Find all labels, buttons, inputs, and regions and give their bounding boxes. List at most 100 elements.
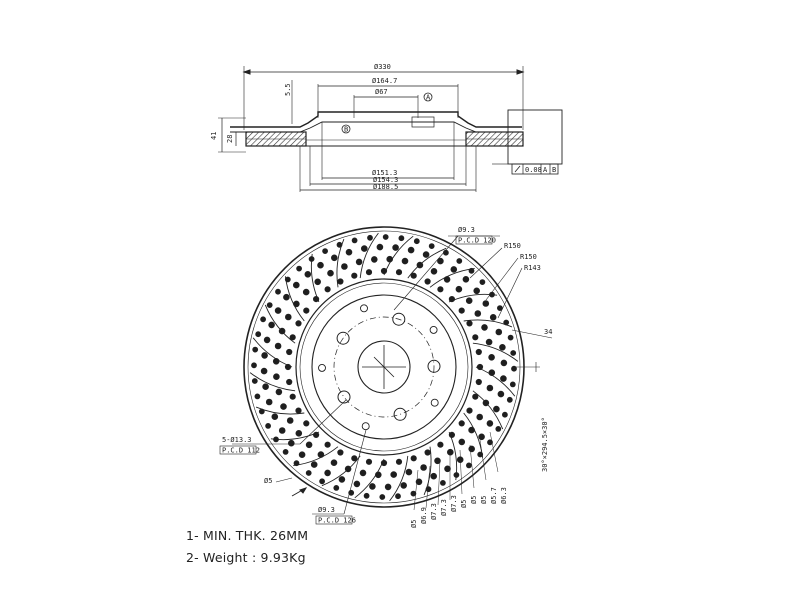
thickness-label: 41	[210, 132, 218, 140]
slot	[249, 372, 296, 392]
drill-hole	[254, 393, 261, 400]
drill-hole	[251, 378, 258, 384]
note-min-thickness: 1- MIN. THK. 26MM	[186, 528, 309, 543]
hat-outer	[311, 294, 457, 440]
drill-hole	[266, 302, 273, 309]
drill-hole	[275, 388, 283, 396]
drill-hole	[424, 449, 431, 456]
drill-hole	[434, 457, 441, 465]
drill-hole	[313, 431, 320, 438]
drill-hole	[365, 458, 373, 465]
drill-hole	[430, 472, 438, 480]
drill-hole	[284, 276, 291, 283]
drill-hole	[303, 420, 310, 427]
slot	[321, 455, 361, 487]
drill-hole	[458, 307, 465, 314]
drill-hole	[317, 451, 325, 458]
lug-hole	[427, 359, 441, 373]
tolerance-datum-a: A	[543, 166, 548, 174]
drill-hole	[262, 383, 269, 391]
drill-hole	[293, 300, 300, 308]
drill-hole	[392, 244, 399, 251]
drill-hole	[317, 261, 324, 269]
drill-hole	[420, 464, 427, 471]
drill-hole	[278, 327, 286, 335]
drill-hole	[430, 268, 438, 275]
lug-hole-pcd-label: P.C.D 112	[222, 447, 260, 455]
bottom-dimension-label: Ø5	[480, 496, 488, 504]
hub-diameter-label: Ø164.7	[372, 77, 397, 85]
slot	[407, 247, 447, 279]
drill-hole	[475, 348, 482, 356]
drill-hole	[324, 469, 331, 477]
drill-hole	[344, 465, 352, 473]
drill-hole	[284, 363, 292, 371]
drill-holes	[251, 234, 517, 500]
drill-hole	[500, 375, 507, 382]
disc-thickness-label: 28	[226, 135, 234, 143]
drill-hole	[482, 399, 490, 407]
drill-hole	[324, 286, 331, 293]
pilot-hole	[361, 422, 370, 431]
drill-hole	[497, 390, 505, 398]
drill-hole	[453, 472, 460, 478]
lug-holes	[318, 304, 441, 431]
drill-hole	[443, 276, 451, 283]
slot	[423, 446, 432, 496]
drill-hole	[455, 285, 463, 293]
drill-size-label: Ø5	[264, 477, 272, 485]
inner-diameter-1-label: Ø151.3	[372, 169, 397, 177]
drill-hole	[395, 458, 403, 465]
drill-hole	[510, 350, 517, 356]
drill-hole	[468, 267, 475, 274]
drill-hole	[380, 267, 388, 275]
drill-hole	[288, 439, 295, 447]
drill-hole	[428, 243, 435, 250]
drill-hole	[260, 316, 267, 323]
drill-hole	[376, 243, 384, 251]
drill-hole	[486, 384, 494, 392]
radius-label-2: R150	[520, 253, 537, 261]
lug-hole	[336, 331, 350, 345]
drill-hole	[502, 411, 508, 418]
datum-b-label: B	[344, 126, 348, 134]
drill-hole	[298, 451, 306, 459]
drill-hole	[382, 234, 389, 240]
drill-hole	[313, 296, 320, 303]
drill-hole	[395, 269, 403, 276]
drill-width-label: 34	[544, 328, 552, 336]
drill-hole	[331, 254, 338, 262]
drill-hole	[458, 420, 465, 427]
drill-hole	[289, 393, 296, 400]
drill-hole	[499, 344, 506, 351]
drill-hole	[295, 407, 302, 414]
drill-hole	[486, 420, 494, 427]
drill-hole	[493, 405, 500, 413]
bottom-dimension-label: Ø7.3	[440, 499, 448, 516]
slot	[472, 390, 504, 430]
drill-hole	[456, 258, 463, 264]
drill-hole	[265, 398, 273, 406]
drill-hole	[375, 471, 382, 479]
slot	[389, 455, 409, 502]
bolt-hole-size-label: Ø9.3	[458, 226, 475, 234]
bottom-dimension-label: Ø7.3	[450, 495, 458, 512]
drill-hole	[353, 480, 361, 488]
drill-hole	[462, 276, 470, 283]
drill-hole	[482, 300, 490, 307]
drill-hole	[476, 413, 484, 421]
drill-hole	[511, 365, 517, 372]
drill-hole	[296, 265, 303, 272]
drill-hole	[295, 320, 302, 327]
drill-hole	[361, 245, 368, 252]
drill-hole	[384, 483, 392, 491]
slot	[463, 319, 513, 328]
face-view	[219, 226, 553, 525]
drill-hole	[440, 480, 446, 486]
drill-hole	[293, 460, 300, 467]
bottom-dimension-label: Ø7.3	[430, 503, 438, 520]
drill-hole	[273, 436, 279, 443]
drill-hole	[437, 286, 444, 293]
slot	[264, 304, 296, 344]
drill-hole	[310, 461, 318, 468]
